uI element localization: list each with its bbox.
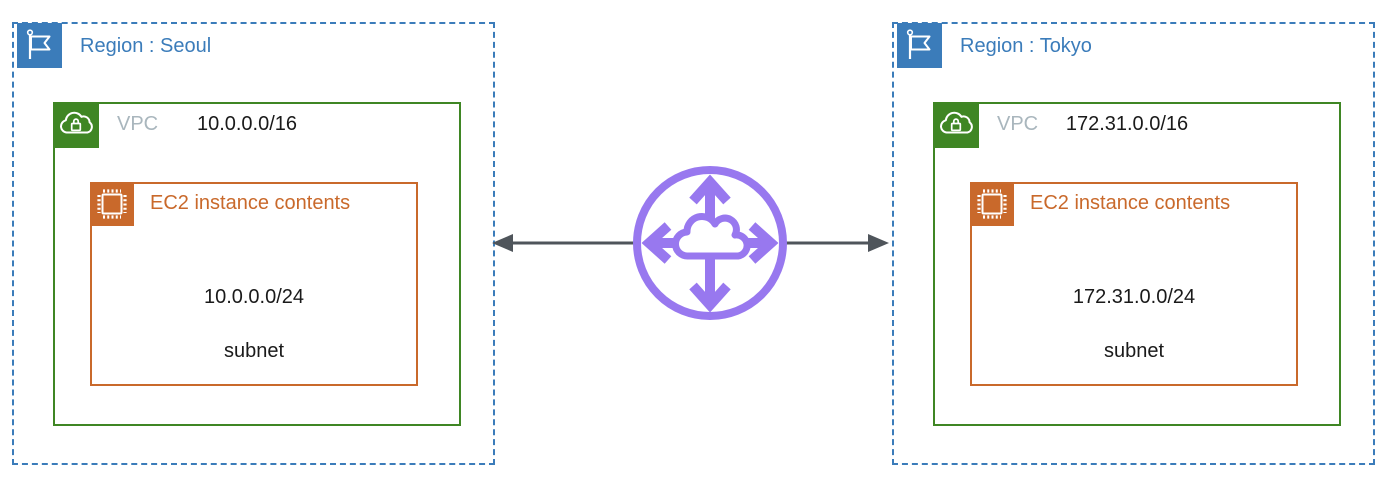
subnet-cidr: 172.31.0.0/24: [1072, 286, 1196, 308]
region-tokyo: Region : Tokyo VPC 172.31.0.0/16: [892, 22, 1375, 465]
ec2-title: EC2 instance contents: [150, 192, 351, 214]
ec2-chip-icon: [90, 182, 134, 226]
vpc-seoul: VPC 10.0.0.0/16 EC2 instance contents 10…: [53, 102, 461, 426]
vpc-label: VPC: [117, 113, 159, 135]
arrow-right-icon: [784, 234, 889, 252]
subnet-label: subnet: [1103, 340, 1165, 362]
vpc-cidr: 172.31.0.0/16: [1065, 113, 1189, 135]
vpc-cidr: 10.0.0.0/16: [196, 113, 298, 135]
region-flag-icon: [17, 23, 62, 68]
ec2-title: EC2 instance contents: [1030, 192, 1231, 214]
subnet-label: subnet: [223, 340, 285, 362]
vpc-cloud-lock-icon: [53, 102, 99, 148]
region-seoul: Region : Seoul VPC 10.0.0.0/16: [12, 22, 495, 465]
vpc-tokyo: VPC 172.31.0.0/16 EC2 instance contents …: [933, 102, 1341, 426]
region-label: Region : Tokyo: [960, 35, 1092, 57]
vpc-cloud-lock-icon: [933, 102, 979, 148]
ec2-box-tokyo: EC2 instance contents 172.31.0.0/24 subn…: [970, 182, 1298, 386]
arrow-left-icon: [492, 234, 636, 252]
region-flag-icon: [897, 23, 942, 68]
region-label: Region : Seoul: [80, 35, 212, 57]
transit-gateway-icon: [633, 166, 787, 320]
ec2-box-seoul: EC2 instance contents 10.0.0.0/24 subnet: [90, 182, 418, 386]
subnet-cidr: 10.0.0.0/24: [203, 286, 305, 308]
vpc-label: VPC: [997, 113, 1039, 135]
ec2-chip-icon: [970, 182, 1014, 226]
